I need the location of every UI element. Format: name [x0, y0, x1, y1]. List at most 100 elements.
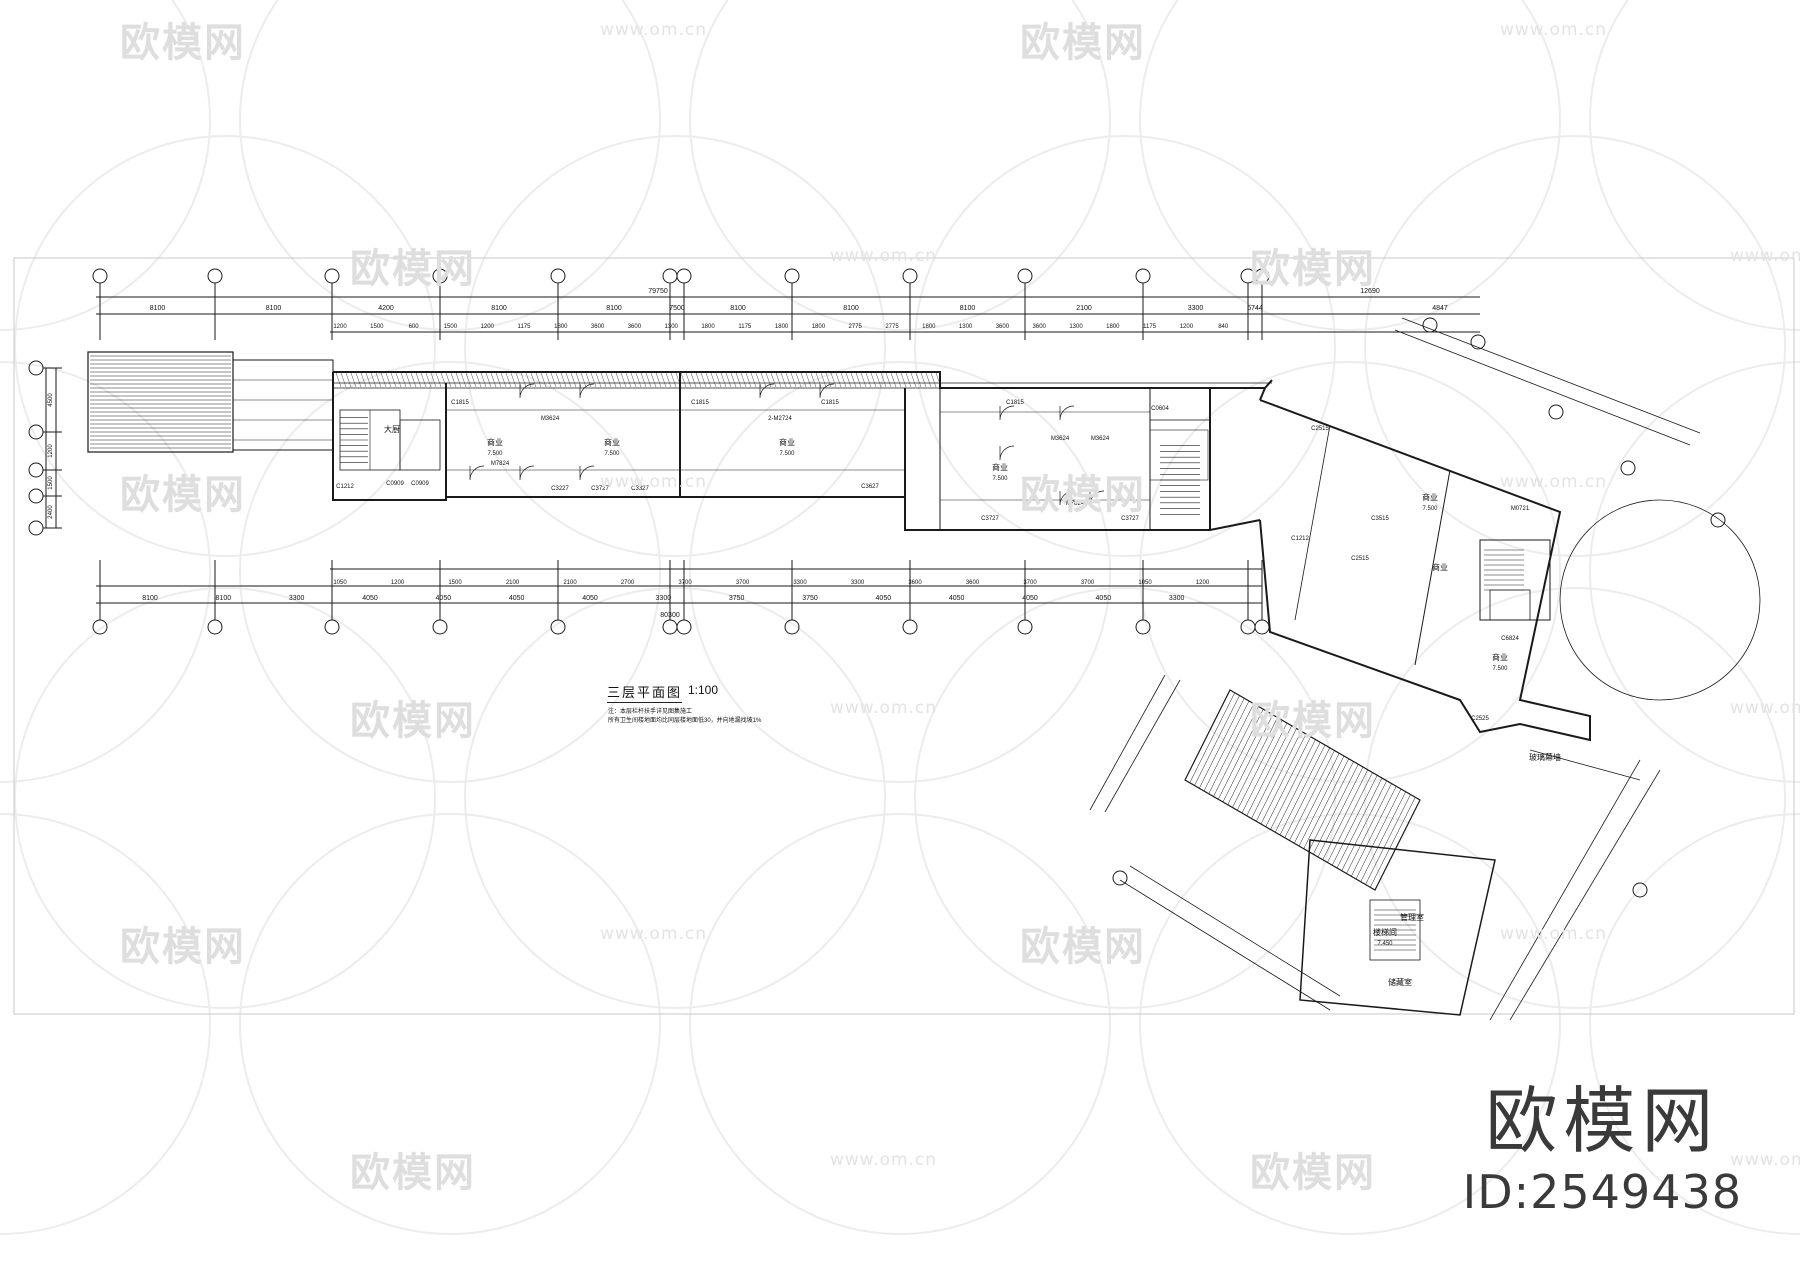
door-swing	[469, 465, 485, 481]
room-label: 商业	[1432, 562, 1448, 572]
dim-span-bottom: 3750	[729, 595, 745, 602]
main-building	[332, 371, 1273, 531]
hatch-line	[850, 372, 857, 388]
dim-span-bottom: 4050	[509, 595, 525, 602]
watermark-arc	[464, 587, 886, 1009]
hatch-line	[1322, 769, 1368, 860]
hatch-line	[430, 372, 437, 388]
hatch-line	[645, 372, 652, 388]
hatch-line	[415, 372, 422, 388]
hatch-line	[750, 372, 757, 388]
axis-bubble	[676, 268, 692, 284]
door-swing	[519, 465, 535, 481]
room-label: 商业	[1422, 492, 1438, 502]
dim-span-detail-top: 1800	[775, 324, 789, 330]
dim-span-bottom: 4050	[1096, 595, 1112, 602]
hatch-line	[475, 372, 482, 388]
watermark-arc	[1589, 813, 1800, 1235]
dim-span-top: 4200	[378, 305, 394, 312]
hatch-line	[910, 372, 917, 388]
axis-label: C	[33, 466, 39, 475]
elevation-label: 7.450	[1377, 941, 1393, 947]
hatch-line	[855, 372, 862, 388]
hatch-line	[390, 372, 397, 388]
dim-span-top: 2100	[1076, 305, 1092, 312]
watermark-arc	[1589, 0, 1800, 331]
hatch-line	[1203, 700, 1250, 792]
dim-span-detail-top: 1300	[959, 324, 973, 330]
hatch-line	[820, 372, 827, 388]
watermark-arc	[914, 587, 1336, 1009]
dim-total-top: 79750	[648, 288, 668, 295]
dim-span-bottom: 4050	[582, 595, 598, 602]
axis-label: 7	[682, 623, 687, 632]
hatch-line	[735, 372, 742, 388]
axis-label: 12	[1244, 272, 1253, 281]
hatch-line	[1222, 711, 1269, 803]
element-tag: M3624	[1091, 436, 1110, 442]
brand-logo: 欧模网	[1485, 1079, 1720, 1163]
hatch-line	[775, 372, 782, 388]
dim-span-left: 2400	[48, 505, 54, 519]
dim-total-bottom: 80300	[660, 612, 680, 619]
dim-span-bottom: 4050	[362, 595, 378, 602]
hatch-line	[540, 372, 547, 388]
axis-label: 11	[1139, 272, 1148, 281]
axis-label: B	[33, 492, 38, 501]
left-canopy-hatch	[87, 351, 334, 453]
hatch-line	[905, 372, 912, 388]
axis-bubble	[1112, 870, 1128, 886]
hatch-line	[700, 372, 707, 388]
axis-bubble	[324, 619, 340, 635]
watermark-arc	[14, 587, 436, 1009]
watermark-arc	[689, 0, 1111, 331]
dim-span-bottom: 3750	[802, 595, 818, 602]
hatch-line	[665, 372, 672, 388]
brand-id: ID:2549438	[1462, 1165, 1742, 1219]
dim-span-detail-top: 1300	[1069, 324, 1083, 330]
door-swing	[1059, 405, 1075, 421]
dim-span-top: 4847	[1432, 305, 1448, 312]
hatch-line	[450, 372, 457, 388]
dim-span-detail-top: 840	[1218, 324, 1229, 330]
element-tag: C3627	[861, 484, 879, 490]
element-tag: 2-M2724	[768, 416, 792, 422]
element-tag: C0909	[386, 481, 404, 487]
dim-span-left: 4500	[48, 393, 54, 407]
element-tag: M0721	[1511, 506, 1530, 512]
room-label: 楼梯间	[1373, 927, 1397, 937]
hatch-line	[830, 372, 837, 388]
element-tag: C1212	[1291, 536, 1309, 542]
hatch-line	[1327, 772, 1373, 863]
hatch-line	[630, 372, 637, 388]
hatch-line	[1227, 714, 1273, 805]
axis-label: 6	[668, 272, 673, 281]
hatch-line	[550, 372, 557, 388]
hatch-line	[675, 372, 682, 388]
hatch-line	[555, 372, 562, 388]
hatch-line	[725, 372, 732, 388]
hatch-line	[650, 372, 657, 388]
room-label: 商业	[604, 437, 620, 447]
dim-span-detail-top: 2775	[885, 324, 899, 330]
dim-span-bottom: 3300	[656, 595, 672, 602]
hatch-line	[590, 372, 597, 388]
dim-span-detail-bottom: 3700	[736, 580, 750, 586]
hatch-line	[1251, 728, 1297, 819]
drawing-title: 三层平面图	[607, 682, 683, 703]
room-label: 管理室	[1400, 912, 1424, 922]
hatch-line	[1289, 750, 1335, 841]
hatch-line	[920, 372, 927, 388]
dim-span-detail-top: 3600	[1033, 324, 1047, 330]
dim-span-detail-top: 1175	[1143, 324, 1157, 330]
hatch-line	[1365, 794, 1411, 885]
hatch-line	[1194, 695, 1240, 786]
element-tag: C3227	[551, 486, 569, 492]
watermark-arc	[914, 135, 1336, 557]
hatch-line	[1218, 709, 1264, 800]
axis-bubble	[1017, 268, 1033, 284]
dim-span-detail-top: 600	[409, 324, 420, 330]
dim-span-detail-top: 1175	[518, 324, 532, 330]
